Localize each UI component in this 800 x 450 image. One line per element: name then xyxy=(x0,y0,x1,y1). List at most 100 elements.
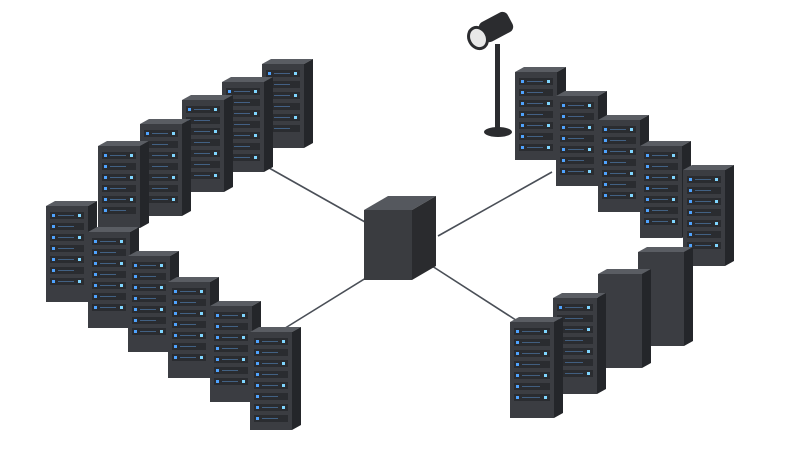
rack-front xyxy=(510,322,554,418)
led-indicator xyxy=(94,240,97,243)
led-indicator xyxy=(254,90,257,93)
led-indicator xyxy=(630,150,633,153)
led-indicator xyxy=(172,176,175,179)
led-indicator xyxy=(672,154,675,157)
led-indicator xyxy=(216,358,219,361)
led-indicator xyxy=(242,314,245,317)
rack-top xyxy=(168,277,219,282)
led-indicator xyxy=(254,156,257,159)
led-indicator xyxy=(172,154,175,157)
led-indicator xyxy=(630,172,633,175)
led-indicator xyxy=(254,112,257,115)
led-indicator xyxy=(214,130,217,133)
led-indicator xyxy=(120,284,123,287)
led-indicator xyxy=(646,187,649,190)
spotlight-icon xyxy=(467,11,514,137)
led-indicator xyxy=(544,396,547,399)
led-indicator xyxy=(630,194,633,197)
led-indicator xyxy=(559,306,562,309)
server-rack xyxy=(98,141,149,228)
rack-row-front-left xyxy=(46,201,301,430)
led-indicator xyxy=(672,198,675,201)
led-indicator xyxy=(134,275,137,278)
led-indicator xyxy=(294,116,297,119)
rack-side xyxy=(264,77,273,172)
led-indicator xyxy=(160,264,163,267)
led-indicator xyxy=(294,72,297,75)
led-indicator xyxy=(604,161,607,164)
spotlight-pole xyxy=(495,44,500,132)
led-indicator xyxy=(200,334,203,337)
rack-top xyxy=(182,95,233,100)
led-indicator xyxy=(672,220,675,223)
led-indicator xyxy=(242,358,245,361)
rack-top xyxy=(640,141,691,146)
rack-front xyxy=(88,232,130,328)
led-indicator xyxy=(256,351,259,354)
rack-side xyxy=(597,293,606,394)
led-indicator xyxy=(104,209,107,212)
led-indicator xyxy=(604,139,607,142)
led-indicator xyxy=(94,295,97,298)
led-indicator xyxy=(256,406,259,409)
led-indicator xyxy=(587,328,590,331)
led-indicator xyxy=(689,233,692,236)
led-indicator xyxy=(516,374,519,377)
led-indicator xyxy=(254,134,257,137)
led-indicator xyxy=(689,200,692,203)
rack-top xyxy=(598,269,651,274)
led-indicator xyxy=(689,178,692,181)
led-indicator xyxy=(200,290,203,293)
led-indicator xyxy=(104,187,107,190)
rack-top xyxy=(140,119,191,124)
led-indicator xyxy=(256,340,259,343)
led-indicator xyxy=(174,301,177,304)
led-indicator xyxy=(200,356,203,359)
led-indicator xyxy=(516,341,519,344)
led-indicator xyxy=(52,214,55,217)
led-indicator xyxy=(256,362,259,365)
rack-front xyxy=(250,332,292,430)
led-indicator xyxy=(130,198,133,201)
rack-top xyxy=(210,301,261,306)
led-indicator xyxy=(134,308,137,311)
led-indicator xyxy=(521,80,524,83)
led-indicator xyxy=(134,297,137,300)
led-indicator xyxy=(52,280,55,283)
led-indicator xyxy=(587,350,590,353)
led-indicator xyxy=(214,152,217,155)
server-rack xyxy=(556,91,607,186)
led-indicator xyxy=(216,369,219,372)
led-indicator xyxy=(547,80,550,83)
rack-side xyxy=(725,165,734,266)
led-indicator xyxy=(104,154,107,157)
server-racks xyxy=(46,59,734,430)
led-indicator xyxy=(689,189,692,192)
led-indicator xyxy=(646,209,649,212)
led-indicator xyxy=(216,325,219,328)
led-indicator xyxy=(544,352,547,355)
led-indicator xyxy=(172,132,175,135)
network-cable xyxy=(261,163,366,223)
led-indicator xyxy=(94,273,97,276)
led-indicator xyxy=(521,124,524,127)
led-indicator xyxy=(646,220,649,223)
led-indicator xyxy=(268,72,271,75)
led-indicator xyxy=(562,137,565,140)
led-indicator xyxy=(689,211,692,214)
led-indicator xyxy=(94,262,97,265)
led-indicator xyxy=(521,113,524,116)
led-indicator xyxy=(604,128,607,131)
led-indicator xyxy=(521,91,524,94)
rack-row-back-left xyxy=(98,59,313,228)
rack-top xyxy=(515,67,566,72)
led-indicator xyxy=(516,396,519,399)
led-indicator xyxy=(562,170,565,173)
led-indicator xyxy=(689,222,692,225)
led-indicator xyxy=(715,200,718,203)
led-indicator xyxy=(646,198,649,201)
network-cable xyxy=(431,265,523,325)
led-indicator xyxy=(120,262,123,265)
rack-side xyxy=(140,141,149,228)
server-rack xyxy=(598,269,651,368)
